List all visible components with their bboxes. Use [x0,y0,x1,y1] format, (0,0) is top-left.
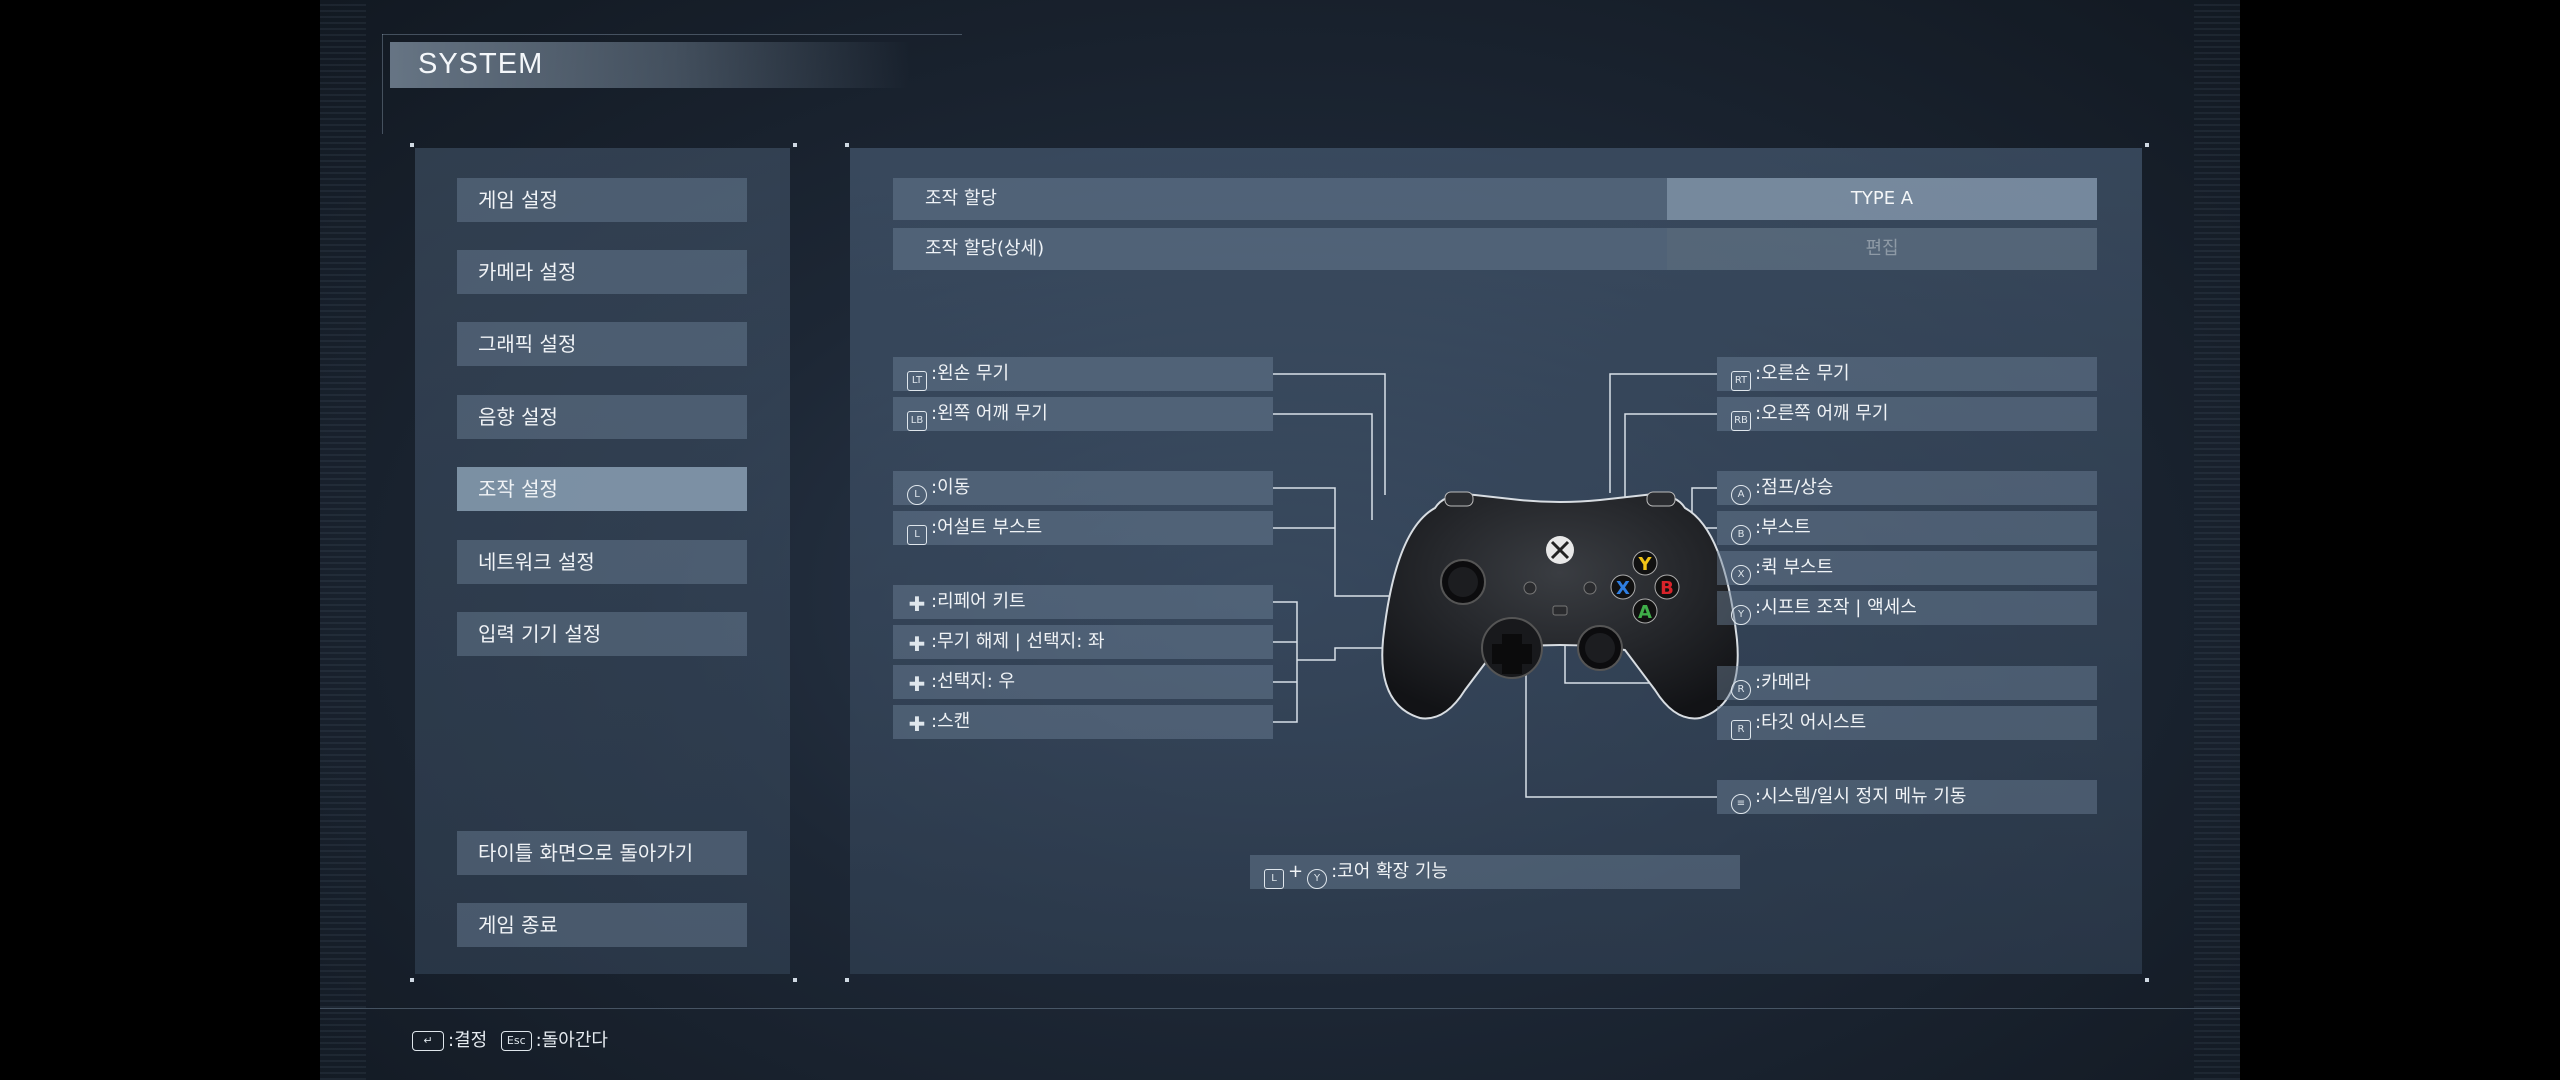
sidebar-item-camera[interactable]: 카메라 설정 [457,250,747,294]
label-right-shoulder-weapon: RB:오른쪽 어깨 무기 [1717,397,2097,431]
title-bar [390,42,910,88]
label-text: :타깃 어시스트 [1755,712,1867,733]
label-move: L:이동 [893,471,1273,505]
right-stick-icon: R [1731,680,1751,700]
edit-button[interactable]: 편집 [1667,228,2097,270]
label-boost: B:부스트 [1717,511,2097,545]
dpad-icon: ✚ [908,592,926,616]
label-left-shoulder-weapon: LB:왼쪽 어깨 무기 [893,397,1273,431]
confirm-hint: :결정 [448,1030,488,1051]
label-right-weapon: RT:오른손 무기 [1717,357,2097,391]
dpad-icon: ✚ [908,632,926,656]
system-screen: SYSTEM 게임 설정 카메라 설정 그래픽 설정 음향 설정 조작 설정 네… [320,0,2240,1080]
corner-marker [845,978,849,982]
sidebar-item-network[interactable]: 네트워크 설정 [457,540,747,584]
label-text: :왼손 무기 [931,363,1010,384]
label-shift-access: Y:시프트 조작 | 액세스 [1717,591,2097,625]
label-text: :부스트 [1755,517,1811,538]
footer-hints: ↵:결정 Esc:돌아간다 [412,1026,608,1052]
back-hint[interactable]: :돌아간다 [535,1030,608,1051]
label-repair-kit: ✚:리페어 키트 [893,585,1273,619]
control-assignment-value[interactable]: TYPE A [1667,178,2097,220]
label-text: :퀵 부스트 [1755,557,1834,578]
y-button-icon: Y [1307,869,1328,889]
sidebar-item-input-device[interactable]: 입력 기기 설정 [457,612,747,656]
svg-text:Y: Y [1637,554,1652,575]
left-stick-click-icon: L [907,525,927,545]
rb-bumper-icon: RB [1731,411,1751,431]
label-choice-right: ✚:선택지: 우 [893,665,1273,699]
label-target-assist: R:타깃 어시스트 [1717,706,2097,740]
right-edge-decoration [2194,0,2240,1080]
b-button-icon: B [1731,525,1751,545]
label-text: :어설트 부스트 [931,517,1043,538]
label-assault-boost: L:어설트 부스트 [893,511,1273,545]
label-scan: ✚:스캔 [893,705,1273,739]
x-button-icon: X [1731,565,1751,585]
sidebar-panel [415,148,790,974]
control-assignment-detail-row[interactable]: 조작 할당(상세) 편집 [893,228,2097,270]
lb-bumper-icon: LB [907,411,927,431]
corner-marker [410,143,414,147]
label-text: :카메라 [1755,672,1811,693]
page-title: SYSTEM [418,48,544,80]
frame-line [382,34,962,35]
xbox-controller: Y X B A [1381,491,1739,720]
control-assignment-detail-label: 조작 할당(상세) [925,238,1045,259]
sidebar-item-game[interactable]: 게임 설정 [457,178,747,222]
label-text: :선택지: 우 [931,671,1016,692]
label-text: :리페어 키트 [931,591,1026,612]
a-button-icon: A [1731,485,1751,505]
label-camera: R:카메라 [1717,666,2097,700]
footer-divider [320,1008,2240,1009]
dpad-icon: ✚ [908,712,926,736]
svg-text:X: X [1616,578,1630,599]
label-jump: A:점프/상승 [1717,471,2097,505]
corner-marker [2145,143,2149,147]
frame-line [382,34,383,134]
left-stick-click-icon: L [1264,869,1284,889]
label-text: :무기 해제 | 선택지: 좌 [931,631,1105,652]
dpad-icon: ✚ [908,672,926,696]
menu-button-icon: ≡ [1731,794,1751,814]
label-text: :오른손 무기 [1755,363,1850,384]
label-system-menu: ≡:시스템/일시 정지 메뉴 기동 [1717,780,2097,814]
lt-trigger-icon: LT [907,371,927,391]
rt-trigger-icon: RT [1731,371,1751,391]
sidebar-item-sound[interactable]: 음향 설정 [457,395,747,439]
corner-marker [2145,978,2149,982]
label-text: :시프트 조작 | 액세스 [1755,597,1917,618]
y-button-icon: Y [1731,605,1751,625]
label-quick-boost: X:퀵 부스트 [1717,551,2097,585]
corner-marker [793,978,797,982]
enter-key-icon: ↵ [412,1031,444,1051]
svg-text:A: A [1638,602,1652,623]
sidebar-item-controls[interactable]: 조작 설정 [457,467,747,511]
corner-marker [410,978,414,982]
label-weapon-release: ✚:무기 해제 | 선택지: 좌 [893,625,1273,659]
sidebar-item-graphics[interactable]: 그래픽 설정 [457,322,747,366]
label-text: :왼쪽 어깨 무기 [931,403,1048,424]
control-assignment-label: 조작 할당 [925,188,997,209]
corner-marker [845,143,849,147]
svg-text:B: B [1660,578,1674,599]
esc-key-icon: Esc [500,1031,532,1051]
left-stick-icon: L [907,485,927,505]
label-text: :점프/상승 [1755,477,1834,498]
label-text: :이동 [931,477,971,498]
quit-game-button[interactable]: 게임 종료 [457,903,747,947]
label-left-weapon: LT:왼손 무기 [893,357,1273,391]
return-to-title-button[interactable]: 타이틀 화면으로 돌아가기 [457,831,747,875]
label-core-expansion: L+Y:코어 확장 기능 [1250,855,1740,889]
label-text: :시스템/일시 정지 메뉴 기동 [1755,786,1967,807]
label-text: :스캔 [931,711,971,732]
control-assignment-row[interactable]: 조작 할당 TYPE A [893,178,2097,220]
label-text: :오른쪽 어깨 무기 [1755,403,1889,424]
corner-marker [793,143,797,147]
label-text: :코어 확장 기능 [1331,861,1448,882]
left-edge-decoration [320,0,366,1080]
plus-sign: + [1288,861,1304,882]
right-stick-click-icon: R [1731,720,1751,740]
